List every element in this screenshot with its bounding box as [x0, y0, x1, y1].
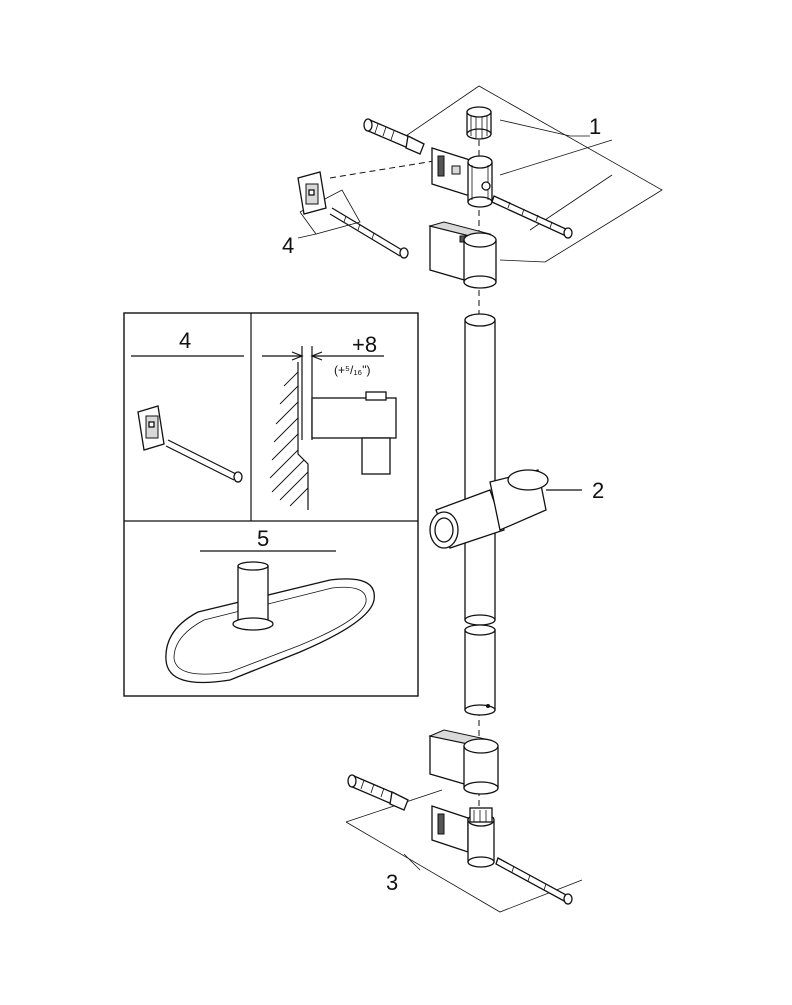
inset-panel-4: 4 — [131, 328, 244, 483]
callout-4: 4 — [282, 233, 294, 258]
slide-rail-assembly: 2 — [429, 313, 604, 716]
anchor-plate-icon — [297, 171, 327, 215]
soap-dish-icon — [165, 561, 375, 684]
long-screw-icon — [491, 195, 573, 239]
inset-panel-4-label: 4 — [179, 328, 191, 353]
wall-hatch — [269, 371, 309, 507]
anchor-plate-detail-icon — [137, 405, 243, 483]
rail-holder-lower-icon — [428, 729, 499, 795]
end-cap-icon — [466, 106, 492, 140]
anchor-screw-icon — [329, 207, 409, 259]
shower-slider-icon — [429, 469, 582, 549]
inset-panel-5-label: 5 — [257, 526, 269, 551]
inset-panel-5: 5 — [165, 526, 375, 684]
callout-1: 1 — [589, 114, 601, 139]
rail-lower-icon — [464, 629, 496, 711]
dimension-imperial: (+⁵/₁₆") — [334, 363, 370, 377]
rail-upper-icon — [464, 319, 496, 621]
wall-anchor-assembly: 4 — [282, 171, 409, 259]
rail-holder-icon — [428, 221, 497, 289]
inset-detail-box: 4 +8 (+⁵/₁₆") — [123, 312, 419, 697]
callout-2: 2 — [592, 478, 604, 503]
screw-lower-icon — [347, 774, 409, 811]
screw-icon — [363, 118, 425, 155]
dimension-label: +8 — [352, 332, 377, 357]
callout-3: 3 — [386, 870, 398, 895]
bottom-bracket-assembly: 3 — [345, 729, 583, 913]
wall-bracket-icon — [431, 147, 493, 208]
top-bracket-assembly: 1 — [363, 85, 663, 289]
inset-panel-dimension: +8 (+⁵/₁₆") — [262, 332, 397, 510]
wall-bracket-lower-icon — [431, 805, 495, 868]
long-screw-lower-icon — [495, 857, 573, 905]
